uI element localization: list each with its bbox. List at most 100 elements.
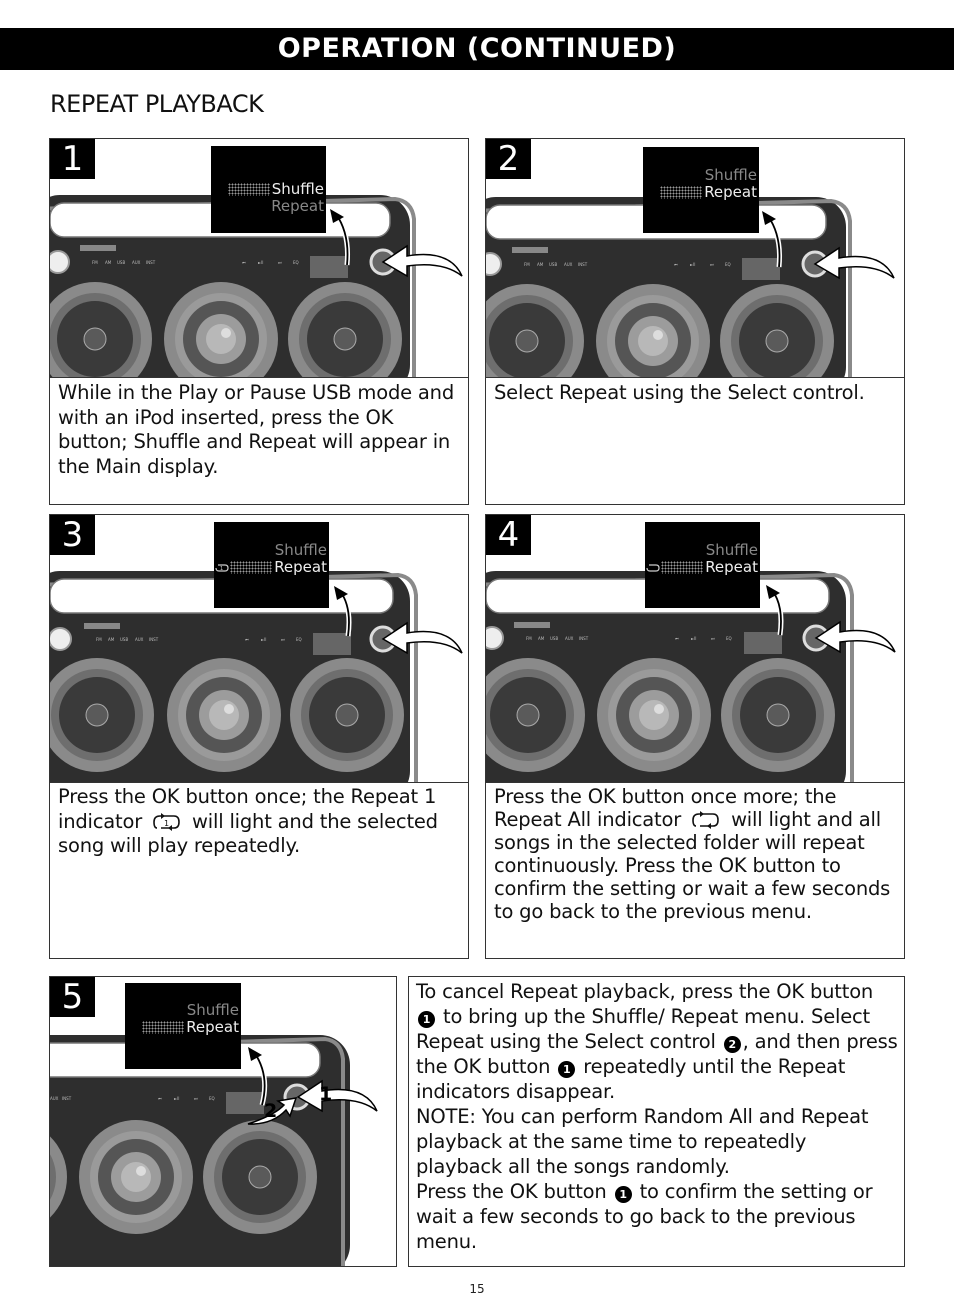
- main-display: Shuffle Repeat: [643, 147, 759, 233]
- select-control-ref: 2: [723, 1036, 741, 1053]
- dot-matrix-icon: [661, 561, 704, 574]
- lcd-shuffle: Shuffle: [705, 541, 758, 559]
- step-illustration: FM AM USB AUX INST ⏮ ►II ⏭ EQ: [50, 515, 468, 783]
- step-number: 5: [50, 977, 95, 1017]
- step-panel-3: FM AM USB AUX INST ⏮ ►II ⏭ EQ: [49, 514, 469, 959]
- speaker-left: [486, 658, 585, 772]
- lcd-repeat: Repeat: [271, 197, 324, 215]
- ok-button-ref: 1: [558, 1061, 576, 1078]
- am-label: AM: [538, 636, 545, 641]
- dot-matrix-icon: [227, 183, 270, 196]
- ok-button-ref: 1: [614, 1186, 632, 1203]
- dot-matrix-icon: [142, 1021, 185, 1034]
- speaker-right: [203, 1120, 317, 1234]
- am-label: AM: [105, 260, 112, 265]
- page-number: 15: [469, 1282, 485, 1296]
- fm-label: FM: [524, 262, 530, 267]
- aux-label: AUX: [565, 636, 574, 641]
- speaker-left: [50, 1136, 67, 1218]
- cancel-text: To cancel Repeat playback, press the OK …: [416, 980, 898, 1253]
- play-label: ►II: [258, 260, 263, 265]
- note-text: You can perform Random All and Repeat pl…: [416, 1105, 869, 1178]
- lcd-shuffle: Shuffle: [704, 166, 757, 184]
- next-label: ⏭: [194, 1096, 198, 1101]
- step-text: Press the OK button once more; the Repea…: [494, 785, 891, 923]
- fm-label: FM: [526, 636, 532, 641]
- left-knob[interactable]: [50, 627, 72, 651]
- step-panel-4: FM AM USB AUX INST ⏮ ►II ⏭ EQ: [485, 514, 905, 959]
- boombox-drawing: AUX INST ⏮ ►II ⏭ EQ: [50, 1035, 378, 1266]
- speaker-right: [288, 282, 402, 377]
- hand-arrow-icon: [381, 621, 463, 655]
- dot-matrix-icon: [230, 561, 273, 574]
- eq-label: EQ: [725, 262, 731, 267]
- note-label: NOTE:: [416, 1105, 476, 1128]
- eq-label: EQ: [209, 1096, 215, 1101]
- inst-label: INST: [579, 636, 589, 641]
- aux-label: AUX: [132, 260, 141, 265]
- speaker-center: [596, 284, 710, 377]
- boombox-drawing: FM AM USB AUX INST ⏮ ►II ⏭ EQ: [486, 197, 895, 377]
- eq-label: EQ: [293, 260, 299, 265]
- svg-text:1: 1: [164, 819, 169, 828]
- inst-label: INST: [62, 1096, 72, 1101]
- aux-label: AUX: [135, 637, 144, 642]
- play-label: ►II: [261, 637, 266, 642]
- prev-label: ⏮: [158, 1096, 162, 1101]
- main-display: Shuffle Repeat: [125, 983, 241, 1069]
- hand-arrow-icon: [296, 1079, 378, 1113]
- prev-label: ⏮: [675, 636, 679, 641]
- left-knob[interactable]: [50, 250, 70, 274]
- main-display: Shuffle Repeat: [211, 146, 326, 233]
- repeat-all-icon: [692, 811, 719, 829]
- svg-text:1: 1: [220, 566, 223, 572]
- hand-arrow-icon: [247, 1097, 298, 1125]
- lcd-repeat: Repeat: [125, 1019, 239, 1036]
- repeat-all-icon: [646, 564, 660, 572]
- step-number: 3: [50, 515, 95, 555]
- lcd-repeat: Repeat: [643, 184, 757, 201]
- eq-label: EQ: [296, 637, 302, 642]
- speaker-left: [50, 658, 154, 772]
- am-label: AM: [537, 262, 544, 267]
- section-title: REPEAT PLAYBACK: [50, 90, 264, 118]
- play-label: ►II: [174, 1096, 179, 1101]
- speaker-right: [721, 658, 835, 772]
- step-number: 1: [50, 139, 95, 179]
- lcd-shuffle: Shuffle: [274, 541, 327, 559]
- next-label: ⏭: [710, 262, 714, 267]
- speaker-center: [597, 658, 711, 772]
- next-label: ⏭: [281, 637, 285, 642]
- step-text: While in the Play or Pause USB mode and …: [58, 381, 455, 478]
- left-knob[interactable]: [486, 626, 504, 650]
- repeat-one-icon: 1: [153, 812, 180, 831]
- left-knob[interactable]: [486, 252, 502, 276]
- next-label: ⏭: [711, 636, 715, 641]
- speaker-right: [290, 658, 404, 772]
- speaker-right: [720, 284, 834, 377]
- usb-label: USB: [550, 636, 558, 641]
- step-number: 4: [486, 515, 531, 555]
- usb-label: USB: [117, 260, 125, 265]
- prev-label: ⏮: [245, 637, 249, 642]
- inst-label: INST: [146, 260, 156, 265]
- aux-label: AUX: [564, 262, 573, 267]
- step-panel-5: AUX INST ⏮ ►II ⏭ EQ: [49, 976, 397, 1267]
- hand-arrow-icon: [813, 246, 895, 280]
- inst-label: INST: [578, 262, 588, 267]
- speaker-left: [50, 282, 152, 377]
- play-label: ►II: [691, 636, 696, 641]
- fm-label: FM: [96, 637, 102, 642]
- eq-label: EQ: [726, 636, 732, 641]
- boombox-drawing: FM AM USB AUX INST ⏮ ►II ⏭ EQ: [50, 571, 463, 782]
- step-number: 2: [486, 139, 531, 179]
- am-label: AM: [108, 637, 115, 642]
- usb-label: USB: [120, 637, 128, 642]
- inst-label: INST: [149, 637, 159, 642]
- aux-label: AUX: [50, 1096, 59, 1101]
- usb-label: USB: [549, 262, 557, 267]
- next-label: ⏭: [278, 260, 282, 265]
- speaker-center: [79, 1120, 193, 1234]
- page-header: OPERATION (CONTINUED): [0, 28, 954, 70]
